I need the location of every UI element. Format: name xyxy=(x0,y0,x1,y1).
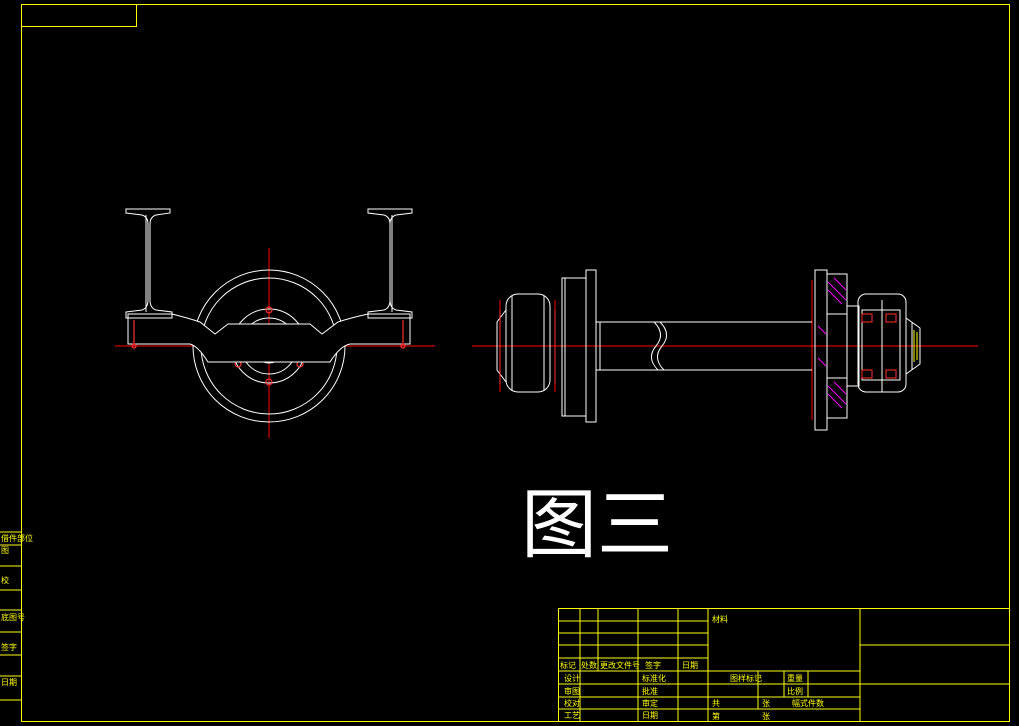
tb-cell: 审图 xyxy=(564,686,580,696)
tb-header: 处数 xyxy=(581,660,597,670)
front-view xyxy=(115,208,435,438)
weight-label: 重量 xyxy=(787,673,803,683)
cap-bolts xyxy=(913,330,918,362)
right-wheel xyxy=(857,293,907,393)
tb-cell: 工艺 xyxy=(564,711,580,720)
sheet-frame xyxy=(21,4,1010,722)
side-label: 签字 xyxy=(1,642,17,652)
tb-header: 标记 xyxy=(560,660,576,670)
figure-caption: 图三 xyxy=(521,480,673,569)
tb-cell: 标准化 xyxy=(642,673,666,683)
stage-mark-label: 图样标记 xyxy=(730,673,762,683)
tb-header: 日期 xyxy=(682,661,698,670)
section-hatching xyxy=(817,277,847,409)
bearing-housing xyxy=(814,269,860,431)
title-block: 材料 标记 处数 更改文件号 签字 日期 设计 标准化 审图 批准 校对 审定 … xyxy=(558,608,1010,722)
left-wheel xyxy=(496,293,551,393)
side-centerlines xyxy=(472,280,978,420)
side-label: 图 xyxy=(1,546,9,555)
shaft xyxy=(596,321,812,371)
format-label: 幅式件数 xyxy=(792,698,824,708)
tb-cell: 日期 xyxy=(642,711,658,720)
tb-cell: 校对 xyxy=(564,698,580,708)
i-beam-left xyxy=(125,208,173,319)
sheet-no-unit-label: 张 xyxy=(762,712,770,721)
flange-plate xyxy=(561,269,597,423)
side-label: 借件部位 xyxy=(1,533,33,543)
material-label: 材料 xyxy=(712,614,728,624)
bearing-detail xyxy=(861,313,897,379)
sheet-no-label: 第 xyxy=(712,711,720,721)
side-view xyxy=(472,269,978,431)
wheel-studs xyxy=(499,310,556,384)
tb-cell: 设计 xyxy=(564,673,580,683)
scale-label: 比例 xyxy=(787,686,803,696)
left-margin-table: 借件部位 图 校 底图号 签字 日期 xyxy=(0,531,33,701)
top-left-box xyxy=(21,4,137,27)
border xyxy=(21,4,1010,722)
sheet-unit-label: 张 xyxy=(762,699,770,708)
tb-header: 更改文件号 xyxy=(600,660,640,670)
side-label: 校 xyxy=(1,575,9,585)
i-beam-right xyxy=(367,208,413,319)
tb-cell: 批准 xyxy=(642,686,658,696)
end-cap xyxy=(905,317,921,375)
tb-cell: 审定 xyxy=(642,698,658,708)
tb-header: 签字 xyxy=(645,660,661,670)
arm-fasteners xyxy=(131,320,406,349)
side-label: 日期 xyxy=(1,678,17,687)
sheet-total-label: 共 xyxy=(712,699,720,708)
side-label: 底图号 xyxy=(1,612,25,622)
